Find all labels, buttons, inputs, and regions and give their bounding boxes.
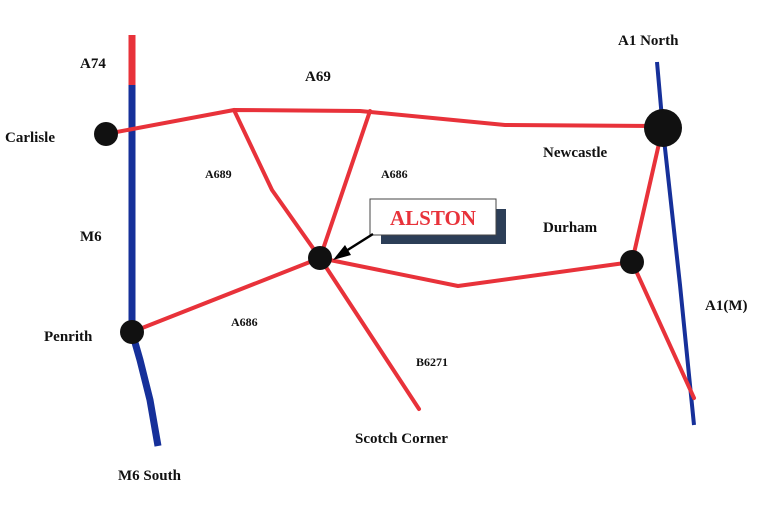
carlisle-label: Carlisle (5, 130, 55, 146)
m6-south-label: M6 South (118, 468, 182, 484)
town-markers (94, 109, 682, 344)
a689-road (232, 108, 322, 260)
newcastle-label: Newcastle (543, 145, 607, 161)
a69-label: A69 (305, 69, 331, 85)
durham-label: Durham (543, 220, 598, 236)
callout-arrow-head (333, 245, 351, 260)
durham-marker (620, 250, 644, 274)
scotch-corner-label: Scotch Corner (355, 431, 448, 447)
alston-durham-road (318, 256, 634, 288)
carlisle-marker (94, 122, 118, 146)
a69-road (104, 108, 665, 136)
a686-west-road (130, 256, 322, 334)
m6-motorway (128, 85, 162, 447)
place-labels: Carlisle Penrith Newcastle Durham Scotch… (5, 130, 607, 447)
a1m-motorway (655, 61, 696, 426)
motorways (128, 61, 696, 447)
roads (104, 108, 696, 411)
a686-west-label: A686 (231, 315, 258, 329)
newcastle-marker (644, 109, 682, 147)
durham-a1m-road (630, 260, 696, 400)
a686-north-label: A686 (381, 167, 408, 181)
alston-callout: ALSTON (333, 198, 506, 260)
callout-arrow-shaft (345, 232, 374, 253)
alston-marker (308, 246, 332, 270)
a1-north-label: A1 North (618, 33, 679, 49)
newcastle-durham-road (630, 124, 665, 264)
a689-label: A689 (205, 167, 232, 181)
penrith-marker (120, 320, 144, 344)
alston-label: ALSTON (390, 206, 476, 230)
a686-north-road (318, 109, 372, 260)
m6-label: M6 (80, 229, 102, 245)
a74-label: A74 (80, 56, 106, 72)
penrith-label: Penrith (44, 329, 93, 345)
b6271-road (318, 256, 421, 411)
road-labels: A74 A69 A689 A686 M6 A686 B6271 A1 North… (80, 33, 747, 484)
callout-box (369, 198, 497, 236)
b6271-label: B6271 (416, 355, 448, 369)
a1m-label: A1(M) (705, 298, 747, 314)
